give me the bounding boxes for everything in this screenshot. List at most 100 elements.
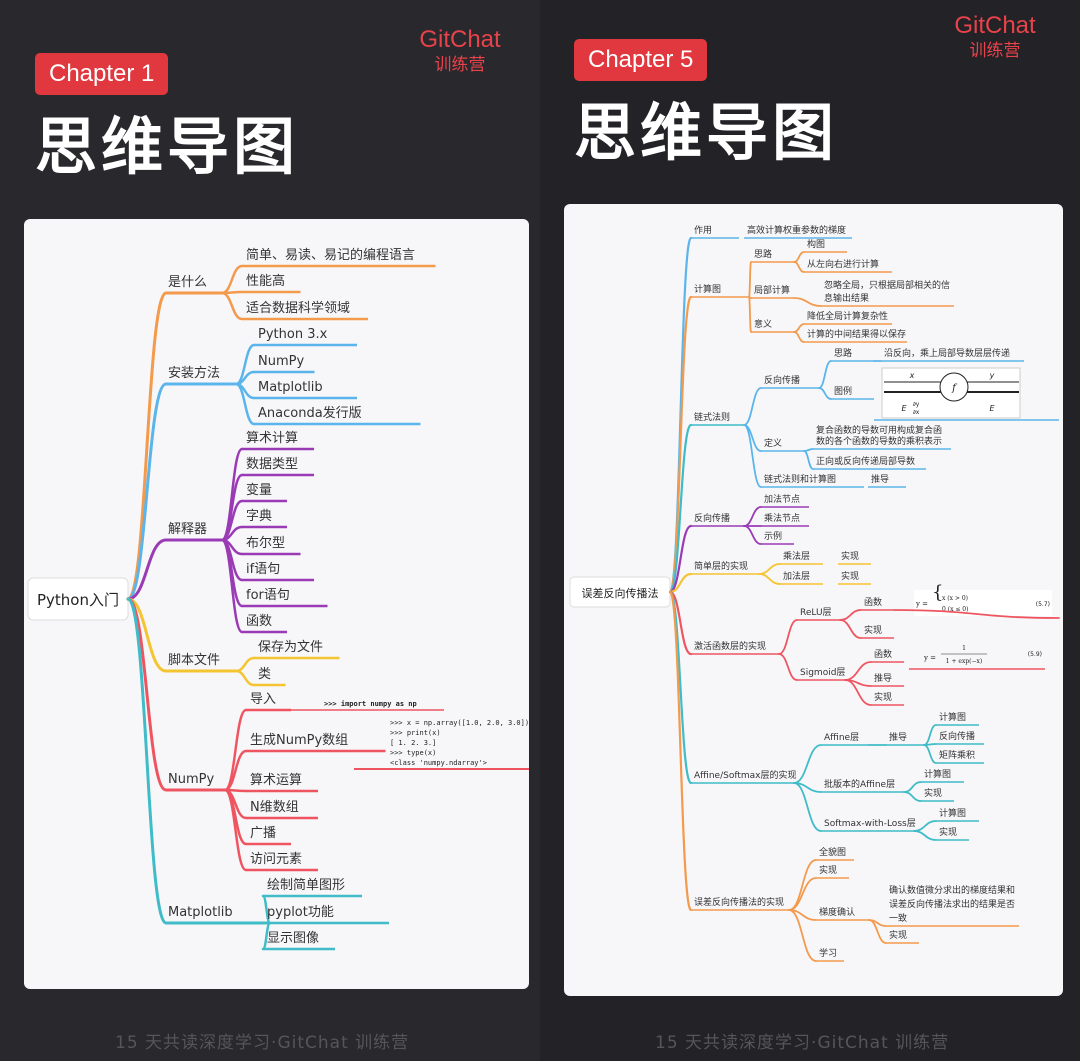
eq59-den: 1 + exp(−x) [946,658,983,665]
connector-line [748,261,752,298]
child-label: 广播 [250,826,276,841]
connector-line [923,724,937,746]
node-label: 乘法节点 [764,512,800,524]
code-import-note: >>> import numpy as np [324,700,417,708]
node-label: 计算的中间结果得以保存 [807,328,906,340]
connector-line [793,744,822,784]
node-label: 实现 [841,570,859,582]
node-label: 复合函数的导数可用构成复合函 [816,424,942,436]
eq57-number: (5.7) [1036,601,1050,608]
node-label: 函数 [864,596,882,608]
connector-line [758,563,781,575]
node-label: 实现 [874,691,892,703]
connector-line [818,387,832,400]
legend-node-circle [939,372,969,402]
node-label: 计算图 [939,807,966,819]
brand-name: GitChat [954,12,1036,39]
eq57-row2: 0 (x ≤ 0) [942,606,968,613]
node-label: 高效计算权重参数的梯度 [747,224,846,236]
branch-label: 反向传播 [694,512,730,524]
child-label: 字典 [246,509,272,524]
child-label: for语句 [246,588,290,603]
branch-label: 误差反向传播法的实现 [694,896,784,908]
connector-line [818,360,832,389]
node-label: 一致 [889,912,907,924]
connector-line [748,296,752,333]
node-label: 加法层 [783,570,810,582]
chapter-badge: Chapter 5 [574,39,708,81]
node-label: 加法节点 [764,493,800,505]
mindmap-card: 误差反向传播法作用高效计算权重参数的梯度计算图思路构图从左向右进行计算局部计算忽… [564,204,1063,996]
connector-line [234,656,256,673]
branch-label: 简单层的实现 [694,560,748,572]
legend-e2: E [989,404,995,413]
node-label: 思路 [754,248,772,260]
child-label: N维数组 [250,800,299,815]
node-label: 反向传播 [764,374,800,386]
eq57-brace: { [932,582,943,603]
connector-line [903,791,922,802]
connector-line [844,661,872,681]
child-label: 数据类型 [246,457,298,472]
node-label: 误差反向传播法求出的结果是否 [889,898,1015,910]
connector-line [868,919,887,944]
gitchat-brand: GitChat 训练营 [935,12,1055,62]
child-label: 算术计算 [246,431,298,446]
connector-line [126,382,168,601]
child-label: Anaconda发行版 [258,405,362,421]
legend-frac-den: ∂x [913,409,920,416]
branch-label: 链式法则 [694,411,730,423]
child-label: 类 [258,667,271,682]
child-label: 算术运算 [250,773,302,788]
connector-line [923,744,937,764]
node-label: 矩阵乘积 [939,749,975,761]
connector-line [788,859,817,911]
branch-label: NumPy [168,772,214,787]
connector-line [126,538,168,601]
node-label: 推导 [874,672,892,684]
brand-subtitle: 训练营 [434,55,486,74]
brand-subtitle: 训练营 [969,41,1021,60]
legend-frac-num: ∂y [913,401,920,408]
connector-line [668,590,693,656]
right-panel: ❛❛ Chapter 5 GitChat 训练营 思维导图 误差反向传播法作用高… [540,0,1080,1061]
connector-line [913,820,937,832]
node-label: 实现 [889,929,907,941]
child-label: 访问元素 [250,852,302,867]
node-label: 降低全局计算复杂性 [807,310,888,322]
child-label: 显示图像 [267,931,319,946]
eq59-number: (5.9) [1028,651,1042,658]
node-label: 计算图 [924,768,951,780]
connector-line [126,597,168,673]
eq59-lhs: y = [923,654,936,662]
node-label: 实现 [841,550,859,562]
legend-y: y [989,371,995,380]
root-label: Python入门 [37,591,119,609]
child-label: 变量 [246,482,272,498]
child-label: 绘制简单图形 [267,877,345,893]
connector-line [220,291,244,321]
node-label: 函数 [874,648,892,660]
connector-line [223,708,248,792]
child-label: if语句 [246,562,280,577]
connector-line [126,597,168,925]
node-label: 确认数值微分求出的梯度结果和 [889,884,1015,896]
connector-line [913,830,937,841]
node-label: 全貌图 [819,846,846,858]
left-panel: ❛❛ Chapter 1 GitChat 训练营 思维导图 Python入门是什… [24,26,529,1053]
node-label: 忽略全局，只根据局部相关的信 [824,279,950,291]
node-label: 数的各个函数的导数的乘积表示 [816,435,942,447]
node-label: 实现 [819,864,837,876]
connector-line [668,590,693,912]
node-label: 思路 [834,347,852,359]
code-array-line: >>> print(x) [390,729,441,737]
connector-line [220,264,244,295]
connector-line [788,877,817,911]
child-label: 简单、易读、易记的编程语言 [246,247,415,263]
child-label: 布尔型 [246,536,285,551]
node-label: 图例 [834,385,852,397]
branch-label: Matplotlib [168,905,233,920]
brand-name: GitChat [419,26,501,53]
child-label: 生成NumPy数组 [250,733,348,748]
